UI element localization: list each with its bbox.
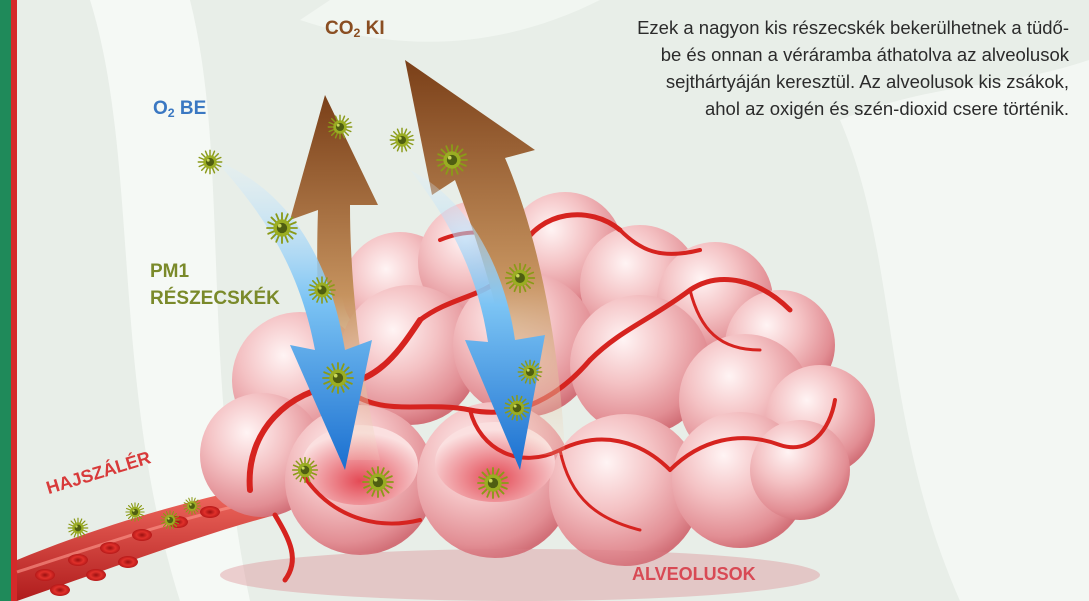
pm1-particles-label: PM1RÉSZECSKÉK bbox=[150, 258, 280, 312]
left-red-bar bbox=[11, 0, 17, 601]
description-line: ahol az oxigén és szén-dioxid csere tört… bbox=[529, 95, 1069, 122]
alveoli-label: ALVEOLUSOK bbox=[632, 564, 756, 585]
description-line: be és onnan a véráramba áthatolva az alv… bbox=[529, 41, 1069, 68]
description-text: Ezek a nagyon kis részecskék bekerülhetn… bbox=[529, 14, 1069, 122]
o2-in-label: O2 BE bbox=[153, 98, 206, 120]
left-green-bar bbox=[0, 0, 11, 601]
description-line: Ezek a nagyon kis részecskék bekerülhetn… bbox=[529, 14, 1069, 41]
description-line: sejthártyáján keresztül. Az alveolusok k… bbox=[529, 68, 1069, 95]
co2-out-label: CO2 KI bbox=[325, 18, 385, 40]
